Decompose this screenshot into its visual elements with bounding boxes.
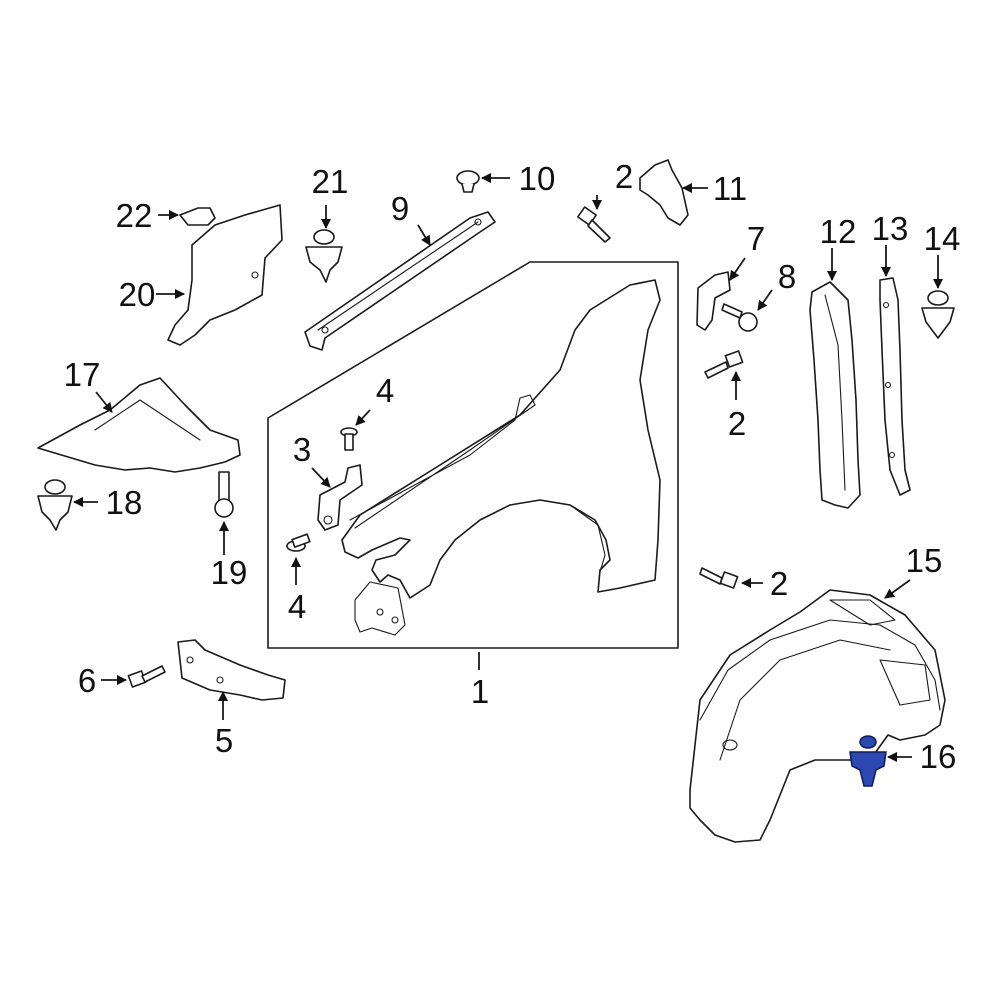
part-16-clip-highlighted[interactable] (849, 735, 887, 787)
fender-lower-bracket (354, 581, 406, 636)
fender-group[interactable] (267, 261, 679, 649)
callout-labels: 1 2 2 2 3 4 4 5 6 7 8 9 10 11 12 13 14 1… (64, 158, 961, 775)
part-3-bracket[interactable] (317, 464, 363, 531)
shield-ridge (94, 399, 201, 441)
seal-edge (824, 294, 846, 491)
callout-22: 22 (116, 197, 153, 234)
callout-11: 11 (713, 170, 747, 207)
fender-arch-edge (539, 499, 606, 573)
fender-panel[interactable] (341, 279, 661, 599)
part-7-bracket[interactable] (696, 271, 731, 331)
callout-20: 20 (119, 276, 156, 313)
part-22-nut[interactable] (179, 207, 216, 226)
liner-rib-2 (719, 639, 891, 761)
part-12-seal[interactable] (809, 281, 861, 509)
callout-10: 10 (519, 160, 556, 197)
part-18-clip[interactable] (37, 479, 73, 531)
bracket5-hole-2 (216, 676, 224, 684)
callout-15: 15 (906, 542, 943, 579)
callout-2-mid: 2 (728, 405, 746, 442)
callout-19: 19 (211, 554, 248, 591)
shield-hole (251, 271, 259, 279)
bracket-hole (323, 515, 333, 525)
part-4-screw-top[interactable] (340, 427, 358, 451)
part-6-bolt[interactable] (127, 665, 166, 688)
part-14-clip[interactable] (921, 290, 955, 339)
part-19-bolt[interactable] (214, 471, 234, 518)
callout-12: 12 (820, 213, 857, 250)
callout-3: 3 (293, 431, 311, 468)
callout-4-top: 4 (376, 372, 394, 409)
fender-crease (349, 394, 536, 529)
callout-21: 21 (312, 163, 349, 200)
callout-2-top: 2 (615, 158, 633, 195)
strip-hole (882, 301, 890, 309)
bracket5-hole (186, 656, 194, 664)
part-2-bolt-mid[interactable] (704, 350, 744, 379)
rail-hole (474, 218, 482, 226)
part-17-splash-shield[interactable] (37, 377, 241, 473)
liner-panel (879, 659, 931, 706)
callout-6: 6 (78, 662, 96, 699)
part-2-bolt-low[interactable] (699, 567, 739, 589)
part-9-rail[interactable] (304, 211, 496, 351)
strip-hole-2 (884, 381, 892, 389)
leader-lines (73, 173, 943, 762)
liner-rib (699, 619, 941, 721)
callout-8: 8 (778, 258, 796, 295)
part-4-screw-bottom[interactable] (286, 533, 311, 552)
callout-5: 5 (215, 722, 233, 759)
part-20-shield[interactable] (167, 204, 283, 346)
part-5-bracket[interactable] (177, 639, 286, 701)
callout-1: 1 (471, 673, 489, 710)
part-10-nut[interactable] (456, 170, 480, 193)
part-21-clip[interactable] (305, 229, 343, 283)
callout-9: 9 (391, 190, 409, 227)
callout-14: 14 (924, 220, 961, 257)
rail-hole-2 (321, 326, 329, 334)
part-13-strip[interactable] (879, 277, 911, 496)
callout-4-bottom: 4 (288, 588, 306, 625)
strip-hole-3 (888, 451, 896, 459)
liner-hole (722, 739, 738, 751)
liner-top (829, 599, 896, 626)
callout-18: 18 (106, 484, 143, 521)
fender-hole-2 (391, 616, 399, 624)
callout-17: 17 (64, 356, 101, 393)
part-11-bracket[interactable] (639, 159, 689, 226)
part-15-wheelhouse-liner[interactable] (689, 589, 946, 843)
part-2-bolt-top[interactable] (577, 206, 611, 243)
callout-13: 13 (872, 210, 909, 247)
callout-7: 7 (747, 220, 765, 257)
fender-hole (376, 608, 384, 616)
callout-2-low: 2 (770, 565, 788, 602)
callout-16: 16 (920, 738, 957, 775)
rail-edge (317, 221, 479, 331)
part-8-bolt[interactable] (721, 303, 758, 332)
fender-boundary-box (267, 261, 679, 649)
